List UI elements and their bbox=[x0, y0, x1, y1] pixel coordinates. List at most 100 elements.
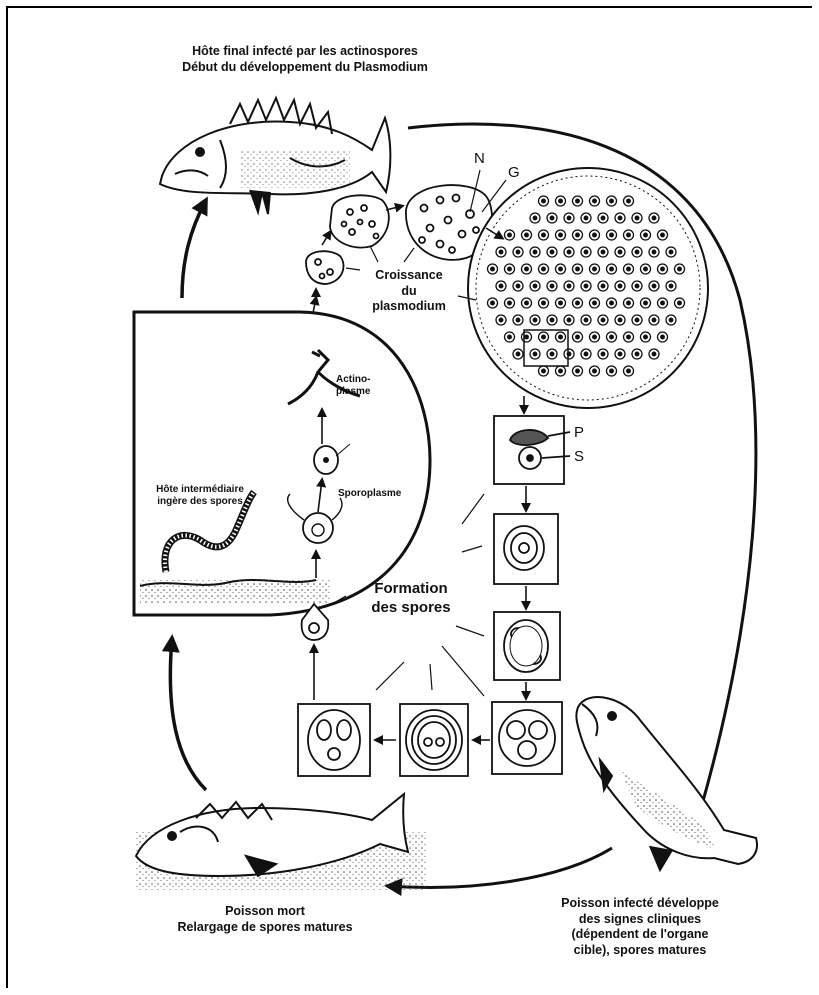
spore-formation-caption: Formation des spores bbox=[356, 580, 466, 618]
spore-stage-2 bbox=[494, 514, 558, 584]
plasmodium-spore-nucleus bbox=[593, 301, 597, 305]
plasmodium-spore-nucleus bbox=[644, 267, 648, 271]
plasmodium-spore-nucleus bbox=[576, 199, 580, 203]
intermediate-line2: ingère des spores bbox=[140, 496, 260, 508]
plasmodium-spore-nucleus bbox=[610, 369, 614, 373]
plasmodium-spore-nucleus bbox=[601, 250, 605, 254]
plasmodium-small bbox=[306, 251, 344, 284]
arrow-to-intermediate-host bbox=[170, 638, 206, 790]
plasmodium-spore-nucleus bbox=[508, 335, 512, 339]
plasmodium-spore-nucleus bbox=[576, 233, 580, 237]
plasmodium-spore-nucleus bbox=[652, 318, 656, 322]
plasmodium-spore-nucleus bbox=[559, 199, 563, 203]
infected-line1: Poisson infecté développe bbox=[520, 896, 760, 912]
plasmodium-spore-nucleus bbox=[525, 267, 529, 271]
plasmodium-spore-nucleus bbox=[644, 301, 648, 305]
label-polar-capsule: P bbox=[574, 424, 584, 441]
actinoplasm-caption: Actino- plasme bbox=[336, 374, 386, 398]
plasmodium-spore-nucleus bbox=[584, 250, 588, 254]
plasmodium-spore-nucleus bbox=[678, 267, 682, 271]
plasmodium-spore-nucleus bbox=[576, 267, 580, 271]
spore-stage-4 bbox=[492, 702, 562, 774]
arrow-to-final-host bbox=[182, 200, 206, 298]
plasmodium-spore-nucleus bbox=[533, 284, 537, 288]
plasmodium-spore-nucleus bbox=[593, 199, 597, 203]
plasmodium-spore-nucleus bbox=[610, 335, 614, 339]
intermediate-host-panel bbox=[134, 312, 430, 615]
spore-stage-6 bbox=[298, 704, 370, 776]
plasmodium-spore-nucleus bbox=[508, 267, 512, 271]
plasmodium-spore-nucleus bbox=[635, 250, 639, 254]
plasmodium-spore-nucleus bbox=[584, 318, 588, 322]
plasmodium-spore-nucleus bbox=[559, 301, 563, 305]
label-generative-cell: G bbox=[508, 164, 520, 181]
plasmodium-spore-nucleus bbox=[635, 318, 639, 322]
spore-stage-3 bbox=[494, 612, 560, 680]
infected-line4: cible), spores matures bbox=[520, 943, 760, 959]
plasmodium-spore-nucleus bbox=[491, 301, 495, 305]
plasmodium-spore-nucleus bbox=[550, 216, 554, 220]
growth-line3: plasmodium bbox=[354, 299, 464, 315]
spore-stage-1 bbox=[494, 416, 570, 484]
label-nucleus: N bbox=[474, 150, 485, 167]
plasmodium-spore-nucleus bbox=[601, 352, 605, 356]
plasmodium-spore-nucleus bbox=[550, 352, 554, 356]
dead-fish bbox=[136, 794, 426, 890]
growth-line1: Croissance bbox=[354, 268, 464, 284]
plasmodium-spore-nucleus bbox=[601, 284, 605, 288]
intermediate-line1: Hôte intermédiaire bbox=[140, 484, 260, 496]
plasmodium-spore-nucleus bbox=[627, 199, 631, 203]
plasmodium-spore-nucleus bbox=[635, 352, 639, 356]
plasmodium-spore-nucleus bbox=[652, 250, 656, 254]
plasmodium-spore-nucleus bbox=[669, 284, 673, 288]
plasmodium-spore-nucleus bbox=[661, 301, 665, 305]
plasmodium-spore-nucleus bbox=[593, 335, 597, 339]
plasmodium-spore-nucleus bbox=[525, 335, 529, 339]
plasmodium-spore-nucleus bbox=[516, 352, 520, 356]
plasmodium-spore-nucleus bbox=[627, 301, 631, 305]
infected-line3: (dépendent de l'organe bbox=[520, 927, 760, 943]
plasmodium-spore-nucleus bbox=[499, 318, 503, 322]
plasmodium-spore-nucleus bbox=[508, 301, 512, 305]
infected-fish-caption: Poisson infecté développe des signes cli… bbox=[520, 896, 760, 959]
plasmodium-spore-nucleus bbox=[593, 267, 597, 271]
plasmodium-spore-nucleus bbox=[525, 233, 529, 237]
plasmodium-spore-nucleus bbox=[610, 267, 614, 271]
plasmodium-spore-nucleus bbox=[542, 267, 546, 271]
plasmodium-spore-nucleus bbox=[584, 352, 588, 356]
plasmodium-spore-nucleus bbox=[618, 250, 622, 254]
plasmodium-spore-nucleus bbox=[601, 216, 605, 220]
plasmodium-spore-nucleus bbox=[584, 216, 588, 220]
plasmodium-spore-nucleus bbox=[618, 216, 622, 220]
final-host-line2: Début du développement du Plasmodium bbox=[140, 60, 470, 76]
actino-line2: plasme bbox=[336, 386, 386, 398]
plasmodium-spore-nucleus bbox=[576, 335, 580, 339]
spore-formation-line1: Formation bbox=[356, 580, 466, 599]
plasmodium-spore-nucleus bbox=[635, 284, 639, 288]
plasmodium-spore-nucleus bbox=[593, 233, 597, 237]
plasmodium-spore-nucleus bbox=[559, 267, 563, 271]
plasmodium-spore-nucleus bbox=[618, 284, 622, 288]
plasmodium-spore-nucleus bbox=[652, 216, 656, 220]
plasmodium-spore-nucleus bbox=[559, 369, 563, 373]
plasmodium-spore-nucleus bbox=[669, 318, 673, 322]
plasmodium-spore-nucleus bbox=[567, 284, 571, 288]
infected-fish bbox=[576, 697, 757, 870]
plasmodium-spore-nucleus bbox=[542, 233, 546, 237]
plasmodium-spore-nucleus bbox=[678, 301, 682, 305]
spore-stage-5 bbox=[400, 704, 468, 776]
plasmodium-spore-nucleus bbox=[533, 352, 537, 356]
plasmodium-spore-nucleus bbox=[550, 284, 554, 288]
plasmodium-spore-nucleus bbox=[533, 216, 537, 220]
plasmodium-spore-nucleus bbox=[661, 335, 665, 339]
plasmodium-spore-nucleus bbox=[516, 250, 520, 254]
plasmodium-spore-nucleus bbox=[584, 284, 588, 288]
plasmodium-spore-nucleus bbox=[661, 233, 665, 237]
plasmodium-spore-nucleus bbox=[559, 233, 563, 237]
sporoplasm-caption: Sporoplasme bbox=[338, 488, 401, 500]
plasmodium-spore-nucleus bbox=[499, 250, 503, 254]
plasmodium-medium bbox=[330, 195, 389, 247]
plasmodium-spore-nucleus bbox=[627, 335, 631, 339]
dead-fish-caption: Poisson mort Relargage de spores matures bbox=[130, 904, 400, 935]
plasmodium-spore-nucleus bbox=[567, 318, 571, 322]
